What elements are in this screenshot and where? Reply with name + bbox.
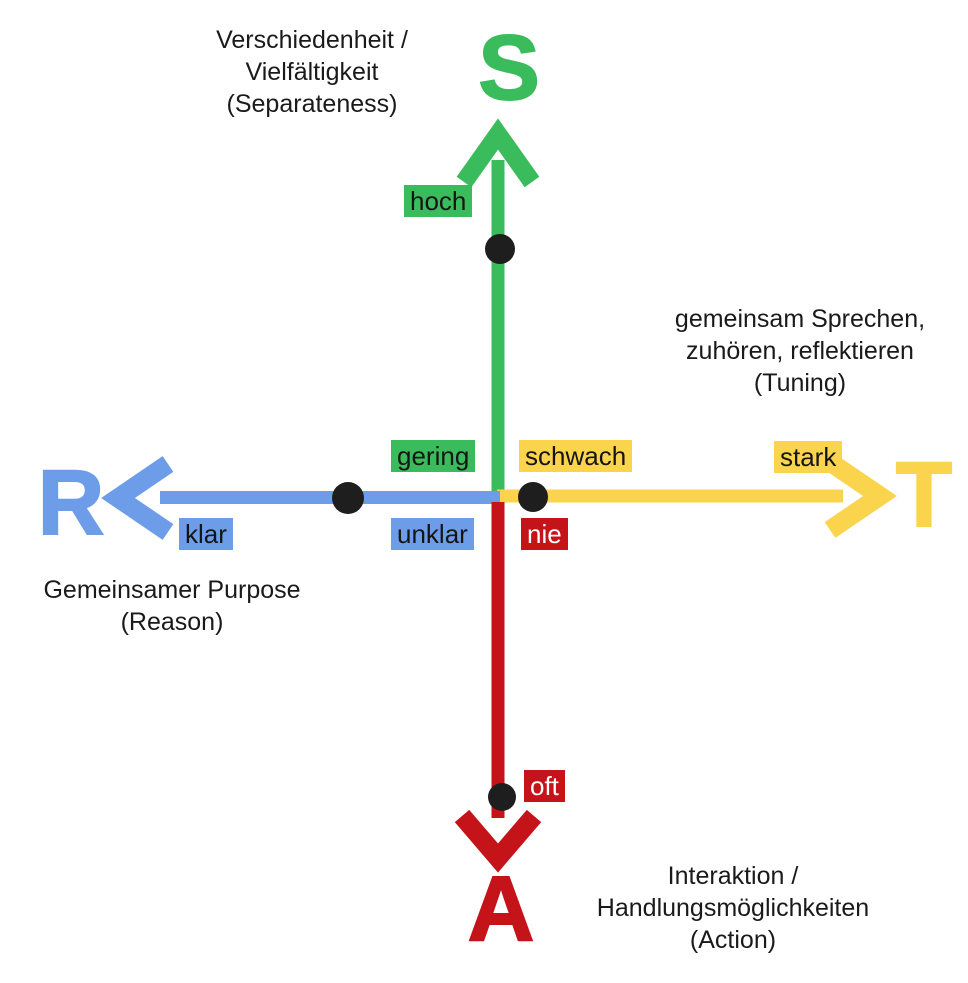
t-axis-line (497, 489, 843, 503)
annotation-line: (Reason) (120, 608, 224, 636)
tick-label-klar: klar (179, 518, 233, 550)
annotation-line: (Separateness) (226, 90, 398, 118)
r-axis (101, 456, 500, 540)
annotation-reason: Gemeinsamer Purpose (Reason) (12, 574, 332, 638)
r-axis-marker-dot (332, 482, 364, 514)
t-axis-marker-dot (518, 482, 548, 512)
r-axis-arrowhead-icon (101, 456, 174, 540)
annotation-line: Handlungsmöglichkeiten (596, 894, 870, 922)
annotation-action: Interaktion / Handlungsmöglichkeiten (Ac… (573, 860, 893, 956)
s-axis-line (491, 160, 505, 497)
annotation-line: Vielfältigkeit (245, 58, 379, 86)
axis-letter-r: R (37, 452, 105, 554)
r-axis-line (160, 491, 500, 504)
s-axis (456, 118, 540, 497)
tick-label-hoch: hoch (404, 185, 473, 217)
tick-label-nie: nie (521, 518, 568, 550)
tick-label-oft: oft (524, 770, 565, 802)
tick-label-schwach: schwach (519, 440, 633, 472)
axis-letter-t: T (895, 444, 953, 546)
tick-label-unklar: unklar (391, 518, 474, 550)
s-axis-arrowhead-icon (456, 118, 540, 188)
annotation-tuning: gemeinsam Sprechen, zuhören, reflektiere… (640, 303, 960, 399)
t-axis-arrowhead-icon (824, 454, 897, 538)
annotation-line: gemeinsam Sprechen, (674, 305, 926, 333)
s-axis-marker-dot (485, 234, 515, 264)
axis-letter-a: A (467, 858, 535, 960)
a-axis-arrowhead-icon (454, 809, 542, 873)
tick-label-gering: gering (391, 440, 476, 472)
annotation-line: (Tuning) (753, 369, 847, 397)
annotation-separateness: Verschiedenheit / Vielfältigkeit (Separa… (152, 24, 472, 120)
annotation-line: zuhören, reflektieren (686, 337, 914, 365)
annotation-line: Verschiedenheit / (216, 26, 408, 54)
tick-label-stark: stark (774, 441, 843, 473)
annotation-line: Interaktion / (667, 862, 799, 890)
axis-letter-s: S (477, 17, 540, 119)
a-axis-marker-dot (488, 783, 516, 811)
a-axis-line (491, 502, 505, 818)
annotation-line: Gemeinsamer Purpose (43, 576, 301, 604)
a-axis (454, 502, 542, 873)
t-axis (497, 454, 897, 538)
annotation-line: (Action) (689, 926, 777, 954)
